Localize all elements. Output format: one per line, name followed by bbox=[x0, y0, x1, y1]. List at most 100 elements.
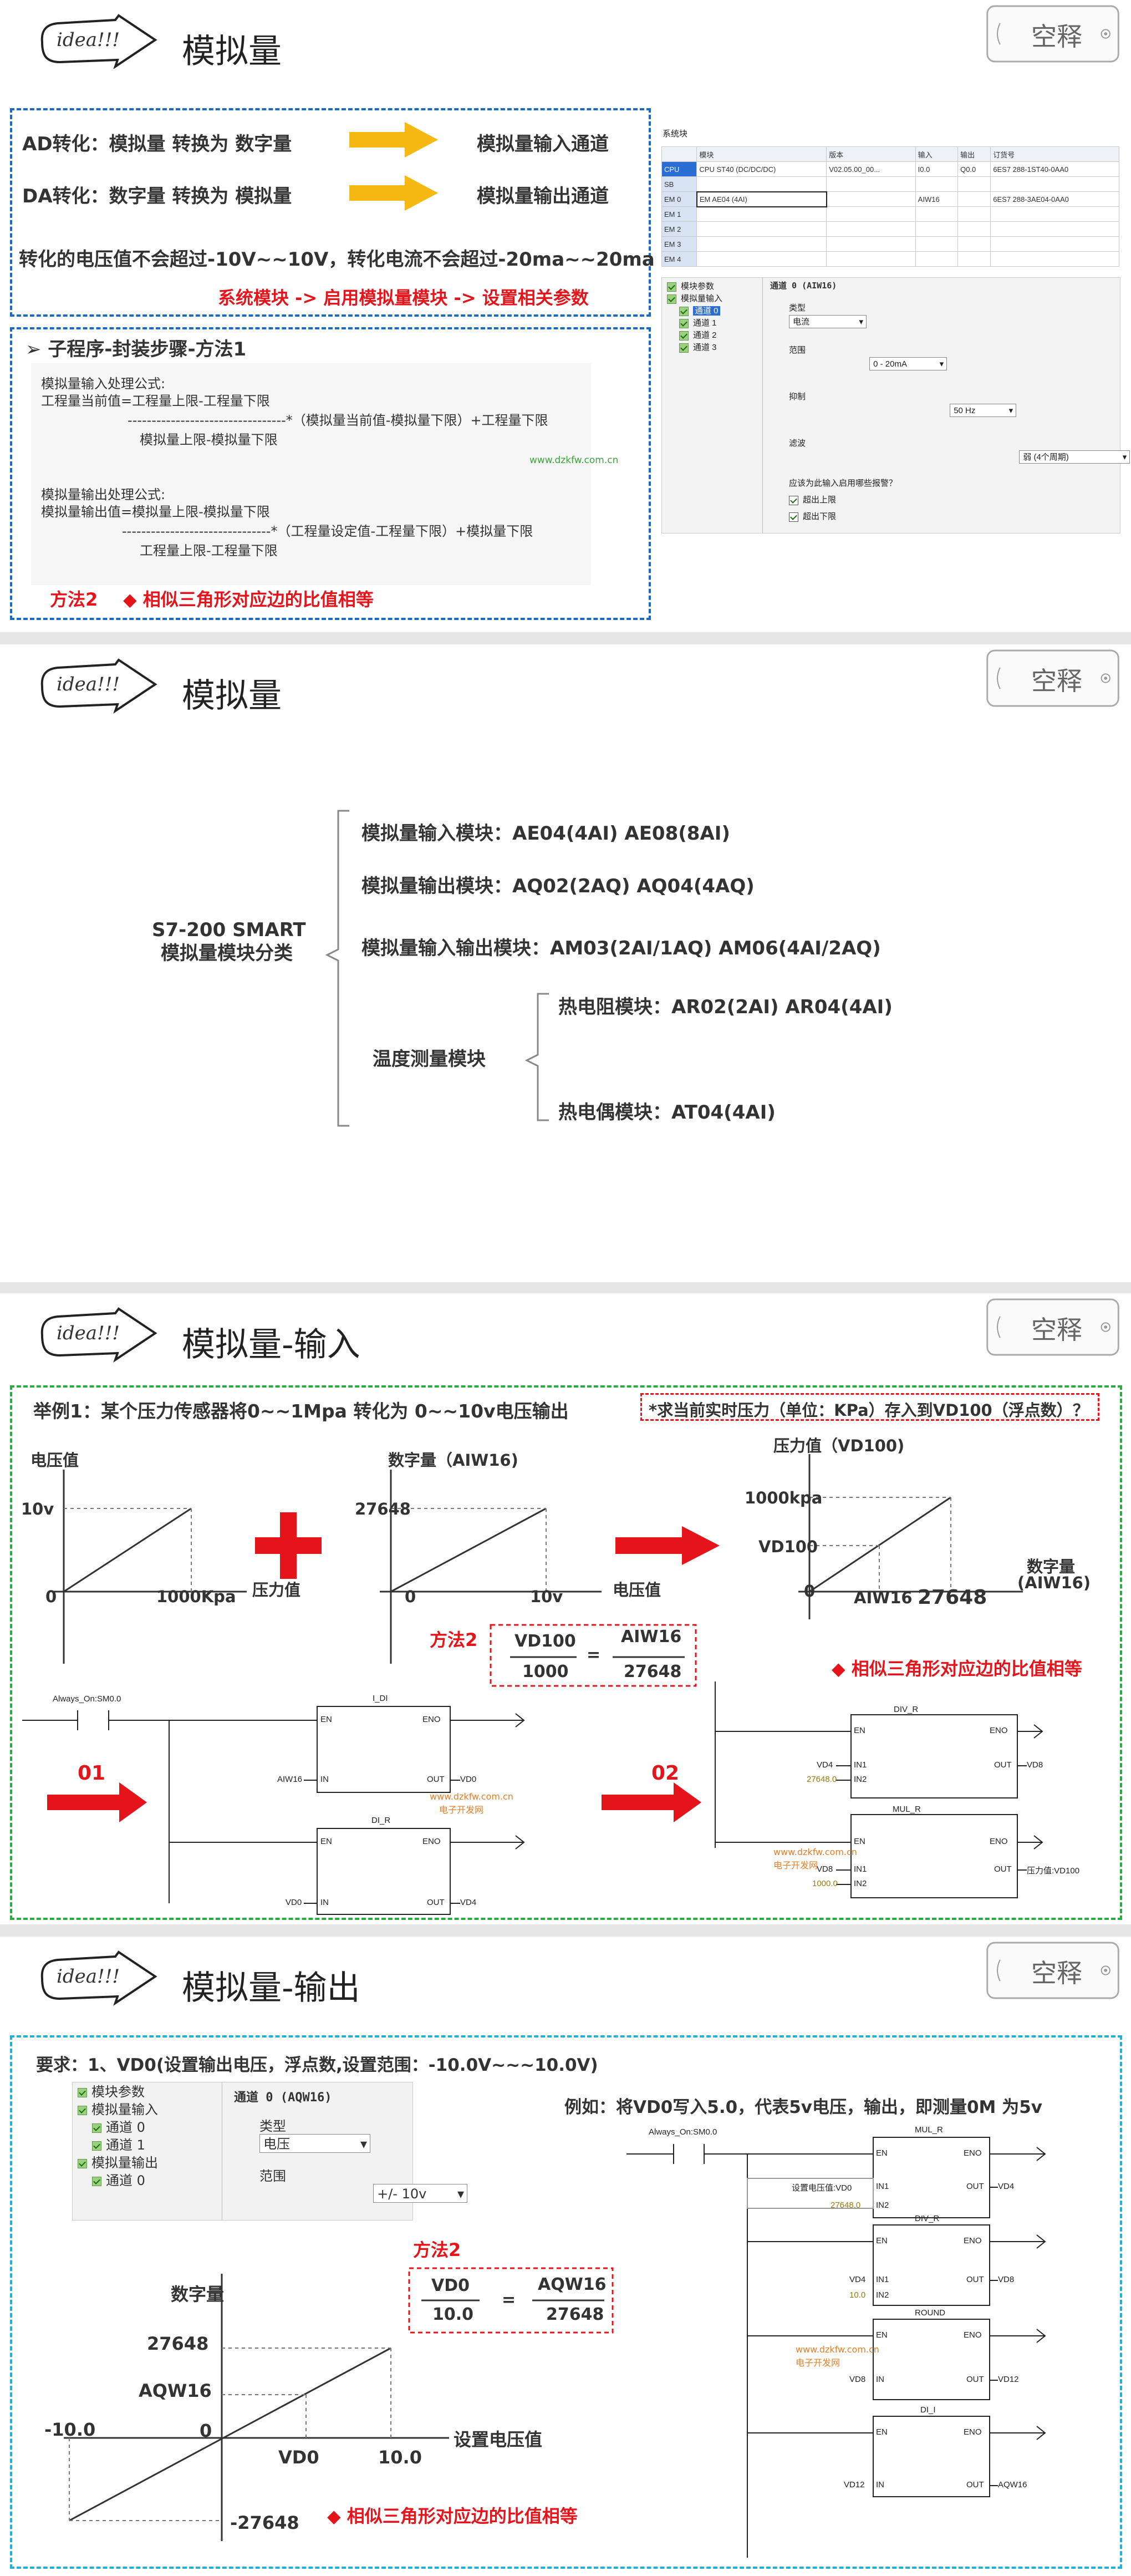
table-cell: I0.0 bbox=[915, 161, 959, 177]
operand-27648: 27648.0 bbox=[807, 1775, 837, 1784]
tree-item[interactable]: 通道 0 bbox=[78, 2118, 158, 2136]
idea-logo-text: idea!!! bbox=[57, 29, 120, 51]
temperature-modules: 温度测量模块 bbox=[373, 1048, 486, 1070]
range-value: +/- 10v bbox=[377, 2186, 427, 2202]
table-cell bbox=[696, 206, 827, 222]
tree-item[interactable]: 模块参数 bbox=[667, 281, 722, 293]
tree-item-selected[interactable]: 通道 0 bbox=[667, 305, 722, 317]
range-select[interactable]: +/- 10v bbox=[373, 2184, 468, 2203]
table-cell bbox=[915, 251, 959, 267]
range-select[interactable]: 0 - 20mA bbox=[869, 357, 947, 371]
table-cell bbox=[696, 176, 827, 192]
pin-in1: IN1 bbox=[876, 2275, 889, 2284]
tree-item[interactable]: 通道 1 bbox=[667, 317, 722, 329]
table-cell bbox=[826, 236, 916, 252]
table-row[interactable]: EM 4 bbox=[661, 251, 1119, 267]
pin-in2: IN2 bbox=[854, 1879, 867, 1888]
tree-item[interactable]: 模拟量输入 bbox=[667, 293, 722, 305]
table-cell: Q0.0 bbox=[957, 161, 991, 177]
tree-item[interactable]: 通道 2 bbox=[667, 329, 722, 342]
kongshi-badge: 空释 bbox=[1031, 1958, 1082, 1988]
graph-neg10: -10.0 bbox=[44, 2419, 96, 2440]
filter-select[interactable]: 弱 (4个周期) bbox=[1019, 450, 1130, 464]
tree-item[interactable]: 通道 1 bbox=[78, 2136, 158, 2154]
operand-27648: 27648.0 bbox=[831, 2201, 861, 2210]
pin-out: OUT bbox=[427, 1775, 445, 1784]
table-cell: CPU bbox=[661, 161, 697, 177]
table-row[interactable]: EM 2 bbox=[661, 221, 1119, 237]
checkbox[interactable] bbox=[789, 512, 798, 522]
channel-config-area bbox=[661, 277, 1120, 534]
table-header-cell: 订货号 bbox=[990, 146, 1119, 162]
alarm-upper[interactable]: 超出上限 bbox=[789, 494, 836, 505]
table-cell bbox=[990, 236, 1119, 252]
tree-item[interactable]: 模拟量输出 bbox=[78, 2154, 158, 2172]
input-example-box bbox=[10, 1385, 1122, 1920]
kongshi-badge: 空释 bbox=[1031, 666, 1082, 696]
method2-label: 方法2 bbox=[430, 1629, 478, 1650]
g1-origin: 0 bbox=[45, 1587, 57, 1606]
watermark: 电子开发网 bbox=[773, 1860, 818, 1871]
divider bbox=[762, 277, 763, 534]
operand-aqw16: AQW16 bbox=[998, 2480, 1027, 2489]
pin-eno: ENO bbox=[990, 1726, 1008, 1735]
filter-label: 滤波 bbox=[789, 439, 806, 448]
table-row[interactable]: EM 3 bbox=[661, 236, 1119, 252]
table-cell bbox=[990, 221, 1119, 237]
tree-item[interactable]: 通道 0 bbox=[78, 2172, 158, 2189]
g2-yvalue: 27648 bbox=[355, 1500, 411, 1518]
watermark: www.dzkfw.com.cn bbox=[430, 1791, 513, 1802]
table-row[interactable]: SB bbox=[661, 176, 1119, 192]
arrow-right-icon bbox=[349, 175, 438, 211]
tree-item[interactable]: 通道 3 bbox=[667, 342, 722, 354]
fraction-denominator: 27648 bbox=[546, 2305, 604, 2324]
table-header-cell bbox=[661, 146, 697, 162]
tree-label: 模拟量输入 bbox=[681, 294, 723, 303]
table-cell bbox=[957, 191, 991, 207]
contact-label: Always_On:SM0.0 bbox=[649, 2127, 717, 2137]
slide-title: 模拟量-输出 bbox=[182, 1969, 360, 2008]
g3-1000kpa: 1000kpa bbox=[745, 1488, 823, 1507]
pin-in: IN bbox=[320, 1775, 329, 1784]
tree-item[interactable]: 模拟量输入 bbox=[78, 2101, 158, 2118]
table-row[interactable]: EM 1 bbox=[661, 206, 1119, 222]
tree-label: 通道 0 bbox=[106, 2173, 145, 2188]
alarm-question: 应该为此输入启用哪些报警？ bbox=[789, 479, 898, 488]
method2-label: 方法2 bbox=[50, 589, 98, 610]
conversion-box bbox=[10, 108, 651, 317]
operand-vd0: VD0 bbox=[460, 1775, 477, 1784]
operand-vd0: VD0 bbox=[286, 1898, 302, 1907]
fraction-numerator: VD100 bbox=[514, 1632, 576, 1651]
type-select[interactable]: 电流 bbox=[789, 315, 867, 329]
channel-header: 通道 0 (AIW16) bbox=[770, 281, 837, 291]
watermark: 电子开发网 bbox=[439, 1805, 484, 1815]
table-cell bbox=[826, 251, 916, 267]
pin-in: IN bbox=[876, 2480, 884, 2489]
question-box bbox=[640, 1393, 1099, 1421]
g2-xvalue: 10v bbox=[530, 1587, 563, 1606]
pin-eno: ENO bbox=[964, 2330, 982, 2340]
da-text: DA转化：数字量 转换为 模拟量 bbox=[22, 185, 292, 207]
table-cell bbox=[696, 236, 827, 252]
classification-root: S7-200 SMART 模拟量模块分类 bbox=[152, 919, 306, 964]
type-label: 类型 bbox=[789, 303, 806, 313]
table-cell bbox=[915, 221, 959, 237]
tree-label: 通道 0 bbox=[106, 2120, 145, 2135]
subroutine-title-text: 子程序-封装步骤-方法1 bbox=[48, 338, 247, 360]
type-select[interactable]: 电压 bbox=[259, 2134, 370, 2153]
block-round: ROUND bbox=[915, 2308, 945, 2318]
rejection-select[interactable]: 50 Hz bbox=[950, 404, 1017, 418]
table-header-cell: 版本 bbox=[826, 146, 916, 162]
tree-item[interactable]: 模块参数 bbox=[78, 2083, 158, 2101]
thermocouple-modules: 热电偶模块：AT04(4AI) bbox=[558, 1101, 776, 1124]
method2-label: 方法2 bbox=[413, 2239, 461, 2260]
da-channel: 模拟量输出通道 bbox=[477, 185, 609, 207]
kongshi-badge: 空释 bbox=[1031, 1315, 1082, 1345]
slide-title: 模拟量 bbox=[182, 677, 282, 715]
pin-en: EN bbox=[876, 2148, 888, 2158]
checkbox[interactable] bbox=[789, 495, 798, 505]
alarm-lower[interactable]: 超出下限 bbox=[789, 510, 836, 522]
